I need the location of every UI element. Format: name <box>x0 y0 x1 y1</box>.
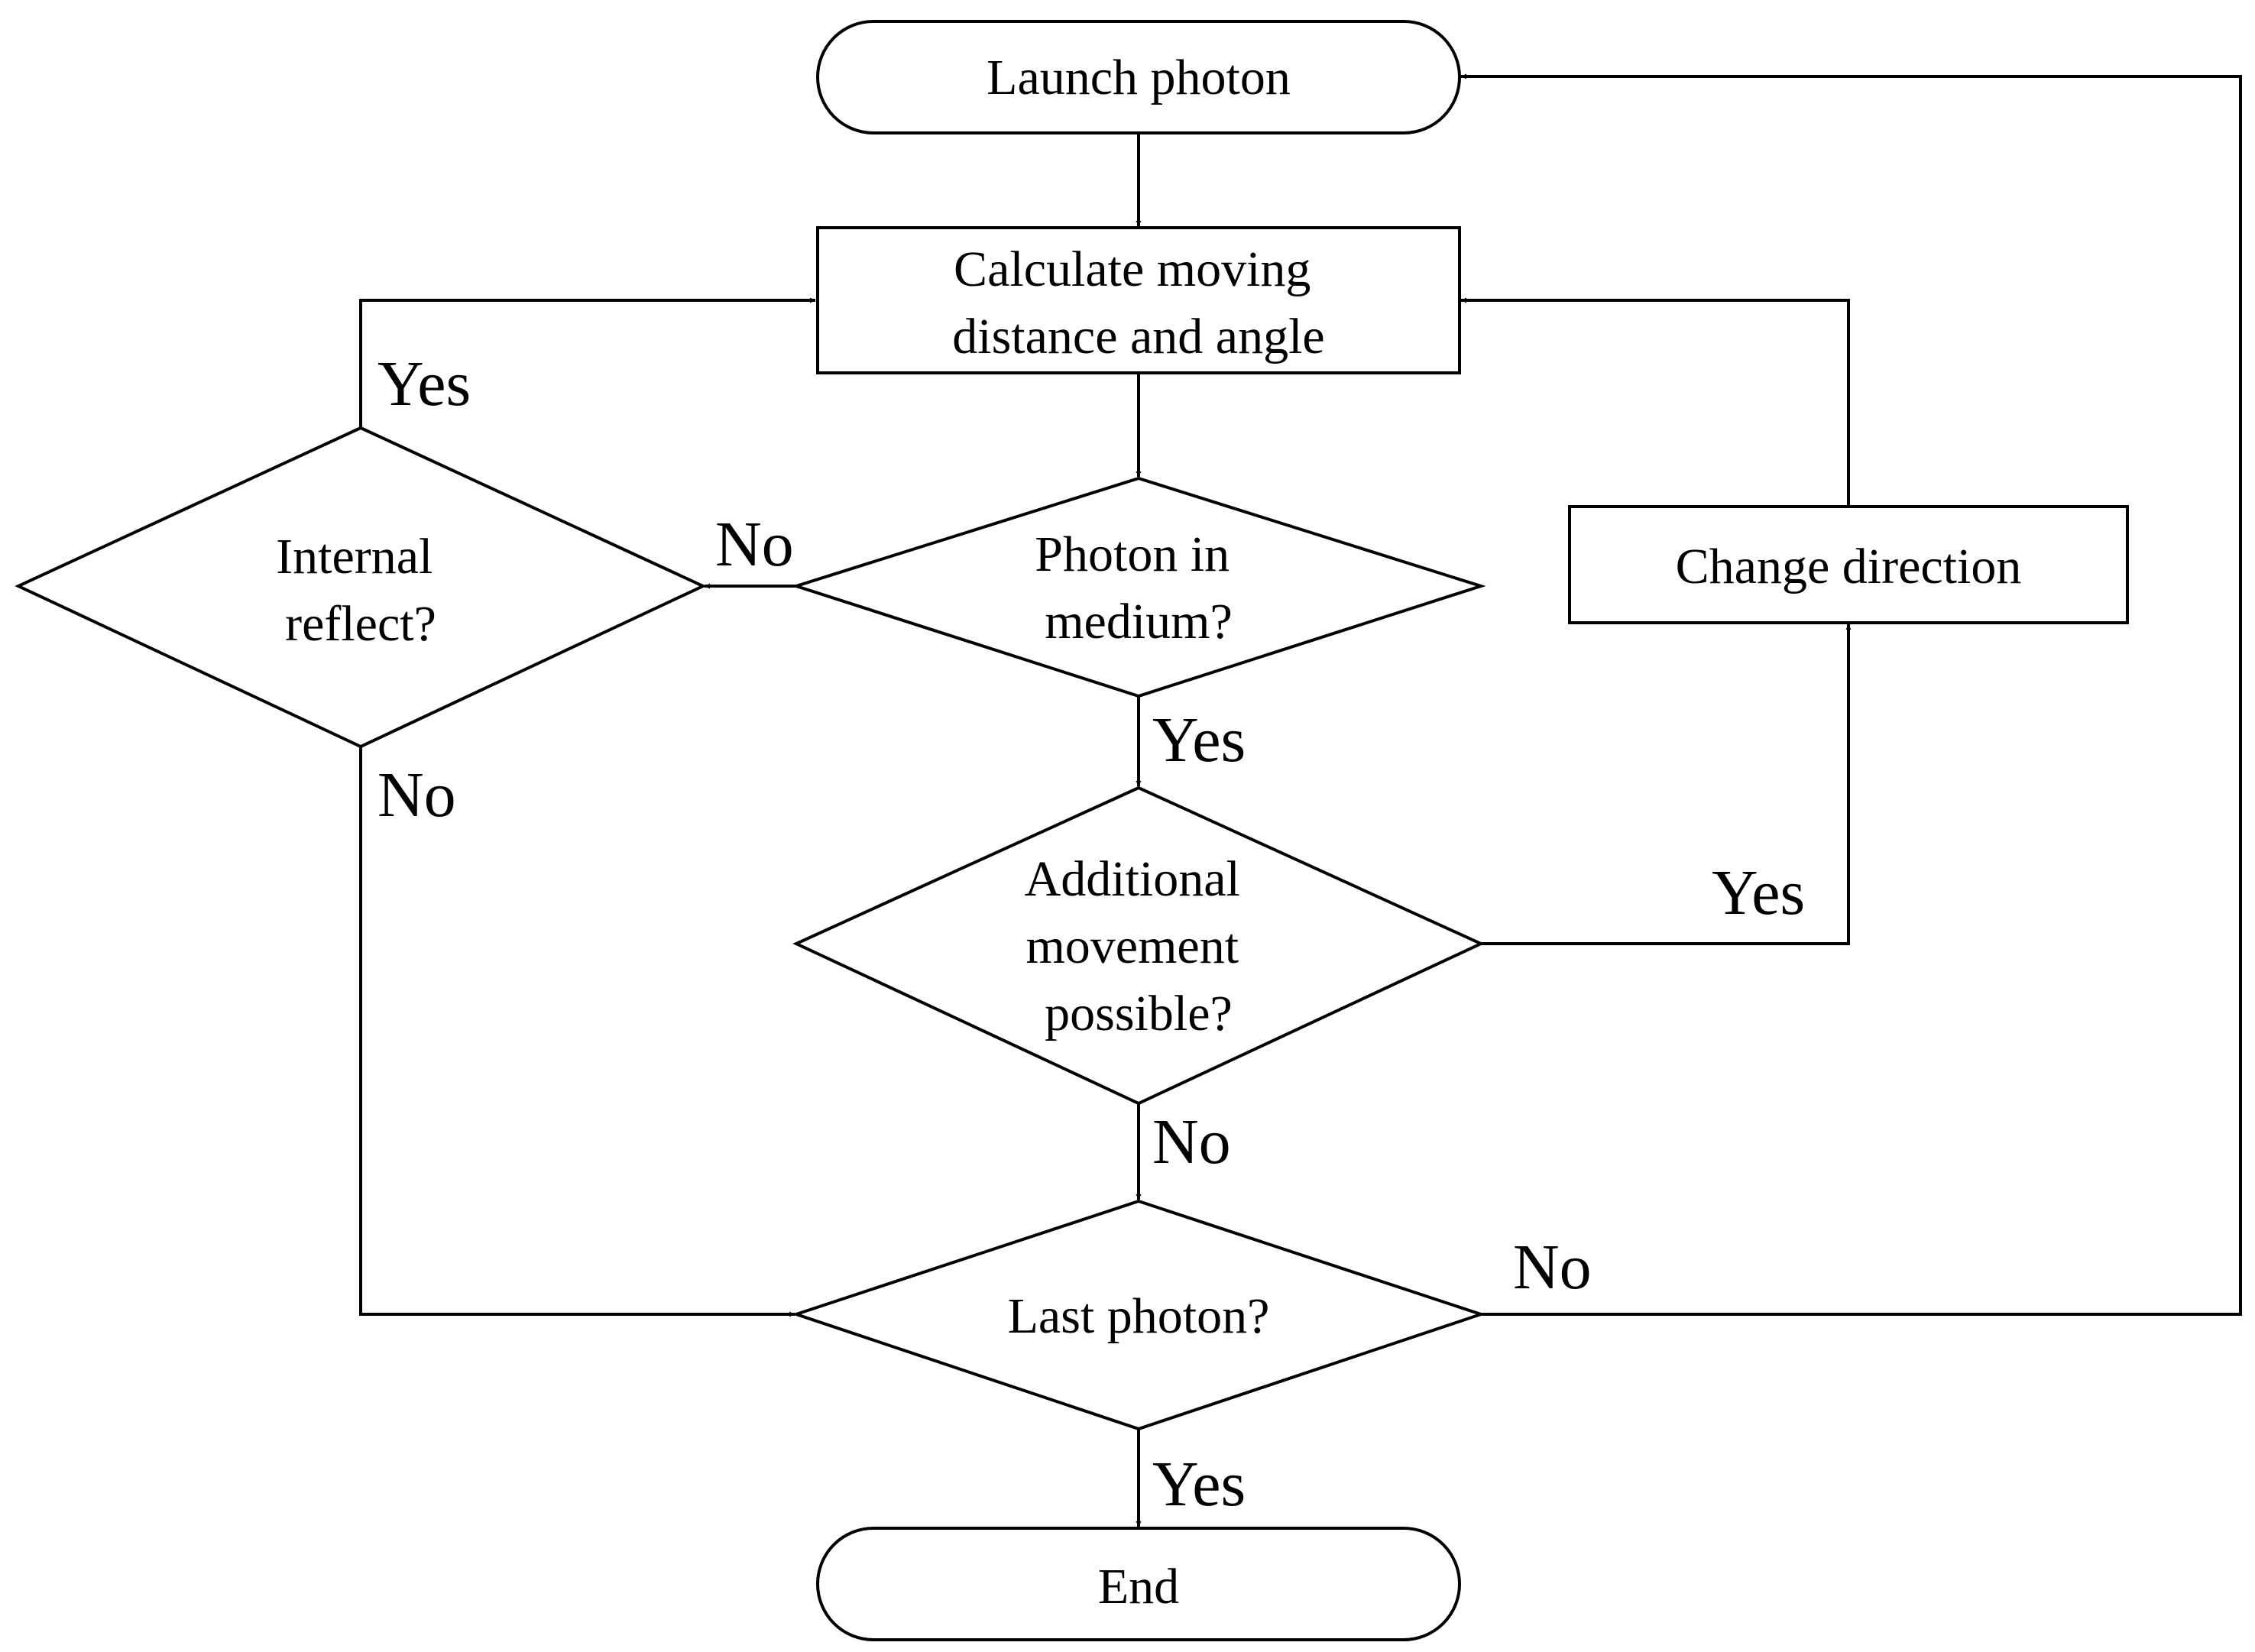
node-launch-label: Launch photon <box>987 50 1291 105</box>
edge-label-last-photon-yes: Yes <box>1152 1449 1246 1520</box>
node-change-direction-label: Change direction <box>1676 539 2022 594</box>
edge-label-last-photon-no: No <box>1513 1232 1592 1303</box>
node-in-medium: Photon in medium? <box>791 476 1486 698</box>
node-end-label: End <box>1098 1559 1179 1615</box>
node-internal-reflect: Internal reflect? <box>15 426 707 749</box>
node-in-medium-label: Photon in medium? <box>1035 526 1242 649</box>
edge-label-additional-no: No <box>1152 1106 1231 1177</box>
edge-change-direction-to-calculate <box>1461 297 1850 507</box>
node-calculate: Calculate moving distance and angle <box>816 226 1461 374</box>
edge-label-in-medium-yes: Yes <box>1152 705 1246 776</box>
edge-additional-to-change-direction <box>1481 624 1852 945</box>
node-additional: Additional movement possible? <box>792 786 1485 1106</box>
edge-label-internal-reflect-no: No <box>377 760 456 831</box>
edge-last-photon-to-launch <box>1461 73 2242 1316</box>
node-internal-reflect-label: Internal reflect? <box>276 529 445 652</box>
node-change-direction: Change direction <box>1568 505 2129 624</box>
node-launch: Launch photon <box>816 20 1461 134</box>
node-last-photon-label: Last photon? <box>1008 1288 1270 1344</box>
node-last-photon: Last photon? <box>791 1199 1486 1431</box>
edge-internal-reflect-to-last-photon <box>359 747 795 1317</box>
edge-label-in-medium-no: No <box>715 509 794 580</box>
edge-label-internal-reflect-yes: Yes <box>377 348 471 419</box>
edge-internal-reflect-to-calculate <box>359 297 815 428</box>
node-calculate-label: Calculate moving distance and angle <box>952 241 1324 364</box>
edge-label-additional-yes: Yes <box>1712 857 1805 928</box>
node-end: End <box>816 1527 1461 1641</box>
node-additional-label: Additional movement possible? <box>1025 851 1253 1041</box>
